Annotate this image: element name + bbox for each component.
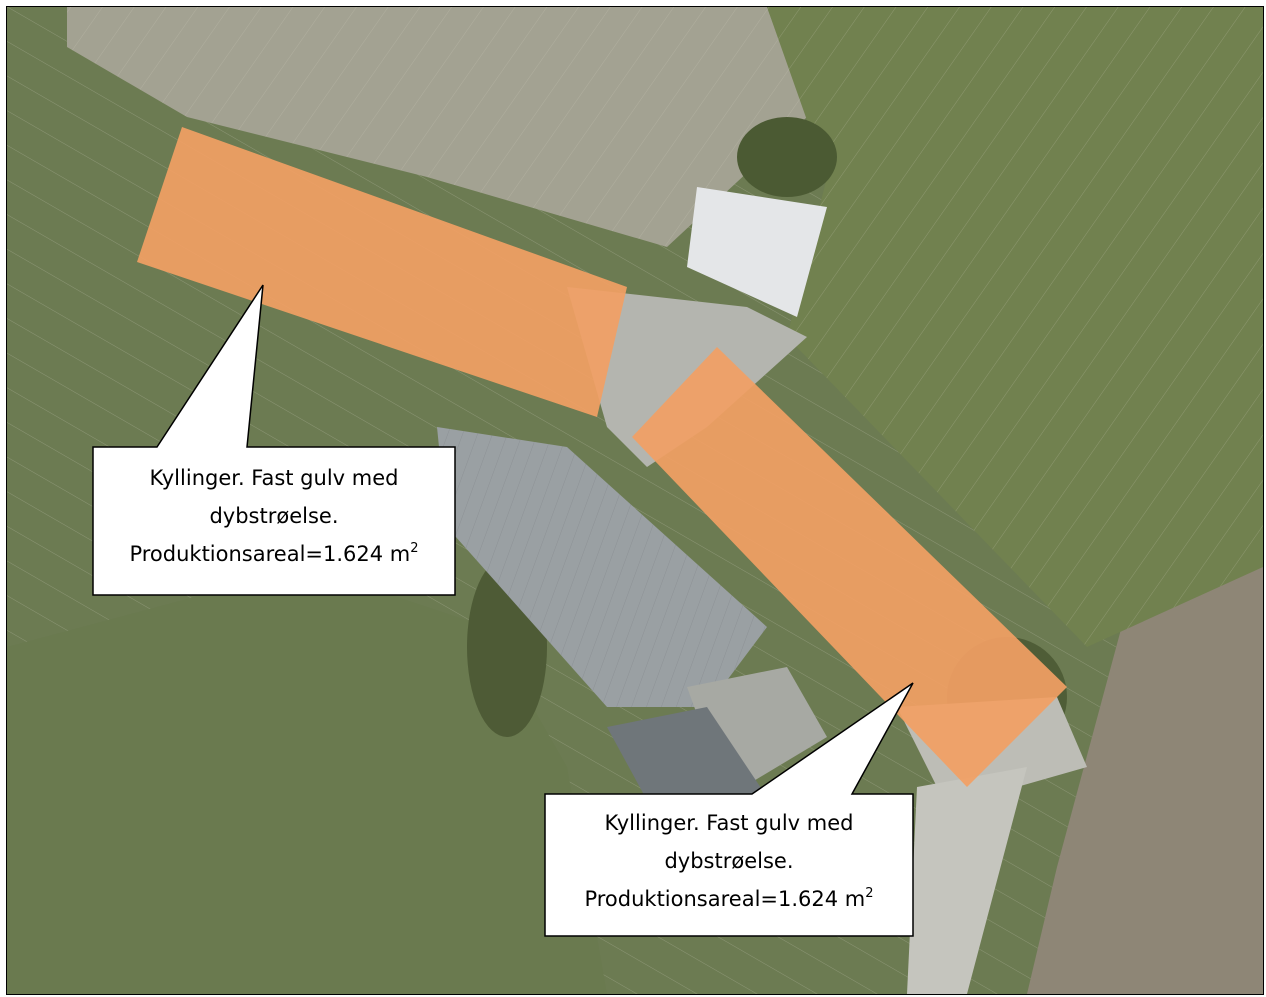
farm-buildings (437, 187, 827, 837)
chicken-house-east (632, 347, 1067, 787)
brown-field (1027, 567, 1263, 994)
field-background (7, 7, 1263, 994)
highlighted-buildings (137, 127, 1067, 787)
callout-west (92, 284, 456, 596)
aerial-photo (7, 7, 1263, 994)
callout-east (544, 682, 914, 937)
driveway (907, 767, 1027, 994)
aerial-map: Kyllinger. Fast gulv med dybstrøelse. Pr… (6, 6, 1264, 995)
chicken-house-west (137, 127, 627, 417)
white-shed (687, 187, 827, 317)
green-field (7, 567, 607, 994)
